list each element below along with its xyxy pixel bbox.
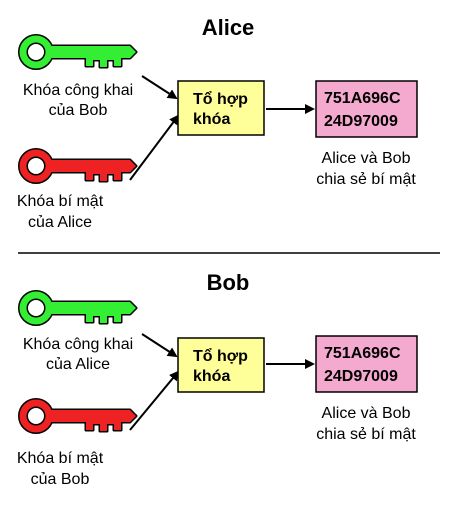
combine-label-line1: Tổ hợp [193,347,248,365]
section-title-alice: Alice [202,15,255,40]
arrow-public-to-combine [141,75,178,100]
arrow-private-to-combine [129,370,180,431]
section-title-bob: Bob [207,270,250,295]
private-key-label-line2: của Bob [31,471,90,488]
shared-secret-caption-line1: Alice và Bob [322,405,411,422]
public-key-label-line2: của Alice [46,356,110,373]
combine-box [177,337,265,393]
combine-label-line2: khóa [193,111,230,128]
combine-label-line2: khóa [193,368,230,385]
shared-secret-box [315,80,418,138]
secret-value-line1: 751A696C [324,90,401,107]
private-key-label-line1: Khóa bí mật [17,193,104,210]
shared-secret-caption-line2: chia sẻ bí mật [316,426,416,443]
arrow-public-to-combine [141,333,178,358]
combine-label-line1: Tổ hợp [193,90,248,108]
private-key-label-line2: của Alice [28,214,92,231]
section-bob: Bob Khóa công khai của Alice Khóa bí mật… [17,270,418,488]
secret-value-line2: 24D97009 [324,113,398,130]
arrow-private-to-combine [129,114,180,181]
red-key-icon [18,148,138,184]
combine-box [177,80,265,136]
red-key-icon [18,398,138,434]
secret-value-line1: 751A696C [324,345,401,362]
public-key-label-line2: của Bob [49,102,108,119]
green-key-icon [18,290,138,326]
section-alice: Alice Khóa công khai của Bob Khóa bí mật… [17,15,418,231]
shared-secret-box [315,335,418,393]
secret-value-line2: 24D97009 [324,368,398,385]
public-key-label-line1: Khóa công khai [23,82,133,99]
private-key-label-line1: Khóa bí mật [17,450,104,467]
public-key-label-line1: Khóa công khai [23,336,133,353]
green-key-icon [18,34,138,70]
shared-secret-caption-line2: chia sẻ bí mật [316,171,416,188]
shared-secret-caption-line1: Alice và Bob [322,150,411,167]
